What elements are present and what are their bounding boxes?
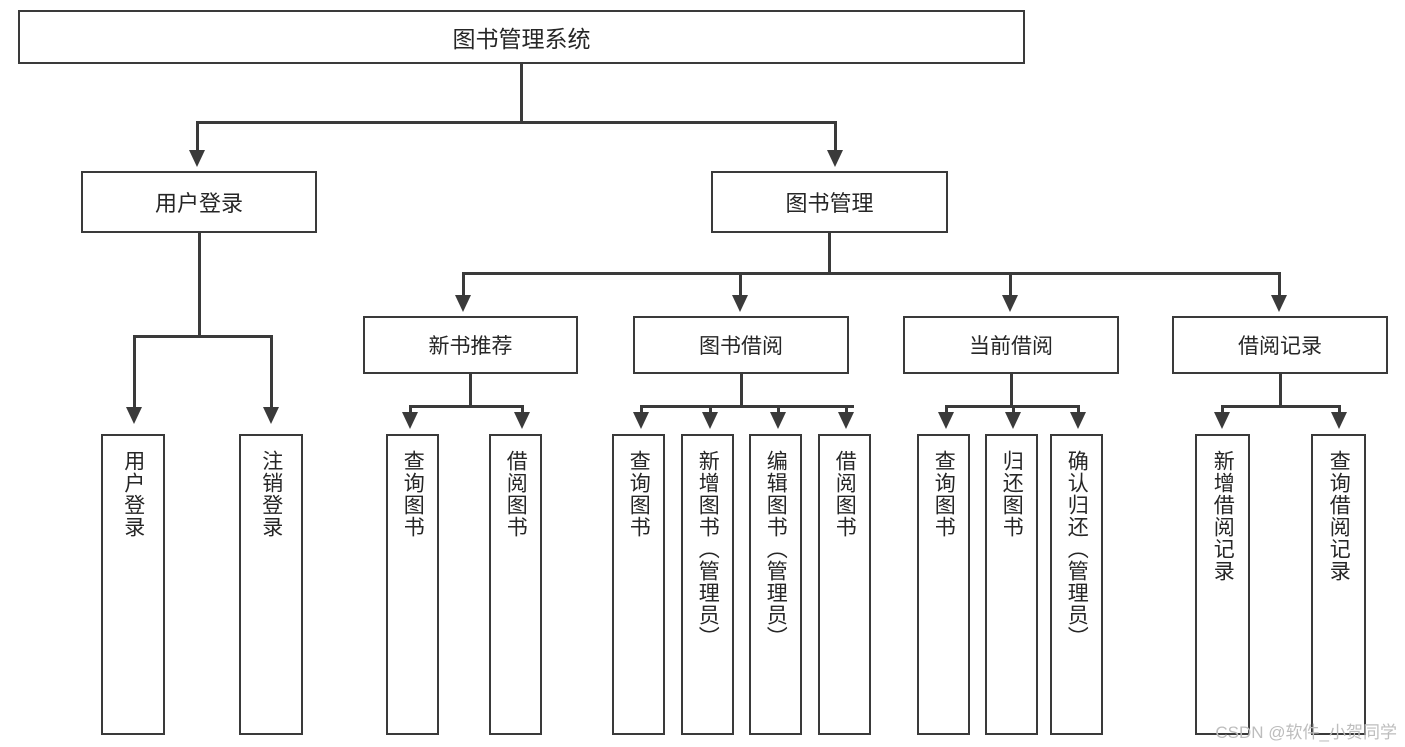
node-label: 新增图书（管理员） [696, 450, 720, 648]
node-label: 借阅图书 [833, 450, 857, 538]
node-label: 确认归还（管理员） [1065, 450, 1089, 648]
node-book-borrow[interactable]: 图书借阅 [633, 316, 849, 374]
edge-root-bus [196, 121, 837, 124]
node-label: 查询借阅记录 [1327, 450, 1351, 582]
edge-bb-to-leaf-3 [777, 405, 780, 417]
node-label: 当前借阅 [969, 335, 1053, 358]
node-label: 查询图书 [932, 450, 956, 538]
arrowhead-bb-query-book [633, 412, 649, 429]
node-leaf-nb-borrow-book[interactable]: 借阅图书 [489, 434, 542, 735]
edge-book-mgmt-stem [828, 233, 831, 272]
arrowhead-user-login [189, 150, 205, 167]
edge-bb-to-leaf-1 [640, 405, 643, 417]
arrowhead-bb-add-book [702, 412, 718, 429]
node-label: 用户登录 [154, 191, 243, 216]
edge-br-to-leaf-1 [1221, 405, 1224, 417]
arrowhead-leaf-logout [263, 407, 279, 424]
node-leaf-bb-add-book[interactable]: 新增图书（管理员） [681, 434, 734, 735]
edge-root-to-user-login [196, 121, 199, 153]
edge-br-to-leaf-2 [1338, 405, 1341, 417]
arrowhead-book-mgmt [827, 150, 843, 167]
edge-book-mgmt-to-new-book [462, 272, 465, 298]
node-leaf-bb-edit-book[interactable]: 编辑图书（管理员） [749, 434, 802, 735]
arrowhead-nb-borrow-book [514, 412, 530, 429]
edge-user-login-bus [133, 335, 272, 338]
edge-bb-to-leaf-2 [709, 405, 712, 417]
node-leaf-cb-confirm-return[interactable]: 确认归还（管理员） [1050, 434, 1103, 735]
edge-book-mgmt-to-book-borrow [739, 272, 742, 298]
arrowhead-cb-return-book [1005, 412, 1021, 429]
node-leaf-bb-borrow-book[interactable]: 借阅图书 [818, 434, 871, 735]
node-user-login[interactable]: 用户登录 [81, 171, 317, 233]
node-label: 查询图书 [627, 450, 651, 538]
node-leaf-logout[interactable]: 注销登录 [239, 434, 303, 735]
node-leaf-br-add-record[interactable]: 新增借阅记录 [1195, 434, 1250, 735]
node-label: 归还图书 [1000, 450, 1024, 538]
arrowhead-current-borrow [1002, 295, 1018, 312]
edge-user-login-stem [198, 233, 201, 335]
node-borrow-record[interactable]: 借阅记录 [1172, 316, 1388, 374]
edge-user-login-to-leaf-2 [270, 335, 273, 410]
arrowhead-cb-query-book [938, 412, 954, 429]
arrowhead-br-add-record [1214, 412, 1230, 429]
arrowhead-borrow-record [1271, 295, 1287, 312]
edge-book-borrow-stem [740, 374, 743, 405]
node-label: 新书推荐 [428, 335, 513, 358]
arrowhead-book-borrow [732, 295, 748, 312]
node-label: 新增借阅记录 [1211, 450, 1235, 582]
node-label: 图书管理系统 [452, 26, 591, 52]
arrowhead-br-query-record [1331, 412, 1347, 429]
arrowhead-bb-edit-book [770, 412, 786, 429]
node-leaf-bb-query-book[interactable]: 查询图书 [612, 434, 665, 735]
node-leaf-user-login[interactable]: 用户登录 [101, 434, 165, 735]
arrowhead-new-book [455, 295, 471, 312]
node-root-system[interactable]: 图书管理系统 [18, 10, 1025, 64]
edge-root-stem [520, 64, 523, 121]
node-label: 借阅记录 [1238, 335, 1322, 358]
node-leaf-br-query-record[interactable]: 查询借阅记录 [1311, 434, 1366, 735]
arrowhead-nb-query-book [402, 412, 418, 429]
edge-current-borrow-stem [1010, 374, 1013, 405]
edge-bb-to-leaf-4 [845, 405, 848, 417]
arrowhead-bb-borrow-book [838, 412, 854, 429]
edge-book-mgmt-bus [462, 272, 1280, 275]
edge-new-book-stem [469, 374, 472, 405]
edge-user-login-to-leaf-1 [133, 335, 136, 410]
node-label: 借阅图书 [504, 450, 528, 538]
edge-borrow-record-bus [1221, 405, 1340, 408]
edge-root-to-book-mgmt [834, 121, 837, 153]
node-label: 编辑图书（管理员） [764, 450, 788, 648]
edge-new-book-bus [409, 405, 523, 408]
arrowhead-cb-confirm-return [1070, 412, 1086, 429]
arrowhead-leaf-user-login [126, 407, 142, 424]
node-label: 查询图书 [401, 450, 425, 538]
node-label: 注销登录 [259, 450, 283, 538]
node-leaf-cb-query-book[interactable]: 查询图书 [917, 434, 970, 735]
edge-book-mgmt-to-current-borrow [1009, 272, 1012, 298]
edge-new-book-to-leaf-1 [409, 405, 412, 417]
node-label: 用户登录 [121, 450, 145, 538]
node-leaf-cb-return-book[interactable]: 归还图书 [985, 434, 1038, 735]
edge-new-book-to-leaf-2 [521, 405, 524, 417]
edge-cb-to-leaf-2 [1012, 405, 1015, 417]
node-label: 图书管理 [785, 191, 874, 216]
node-label: 图书借阅 [699, 335, 783, 358]
node-book-management[interactable]: 图书管理 [711, 171, 948, 233]
edge-book-borrow-bus [640, 405, 854, 408]
node-new-book-recommend[interactable]: 新书推荐 [363, 316, 578, 374]
edge-book-mgmt-to-borrow-record [1278, 272, 1281, 298]
edge-cb-to-leaf-1 [945, 405, 948, 417]
node-current-borrow[interactable]: 当前借阅 [903, 316, 1119, 374]
node-leaf-nb-query-book[interactable]: 查询图书 [386, 434, 439, 735]
edge-cb-to-leaf-3 [1077, 405, 1080, 417]
edge-borrow-record-stem [1279, 374, 1282, 405]
